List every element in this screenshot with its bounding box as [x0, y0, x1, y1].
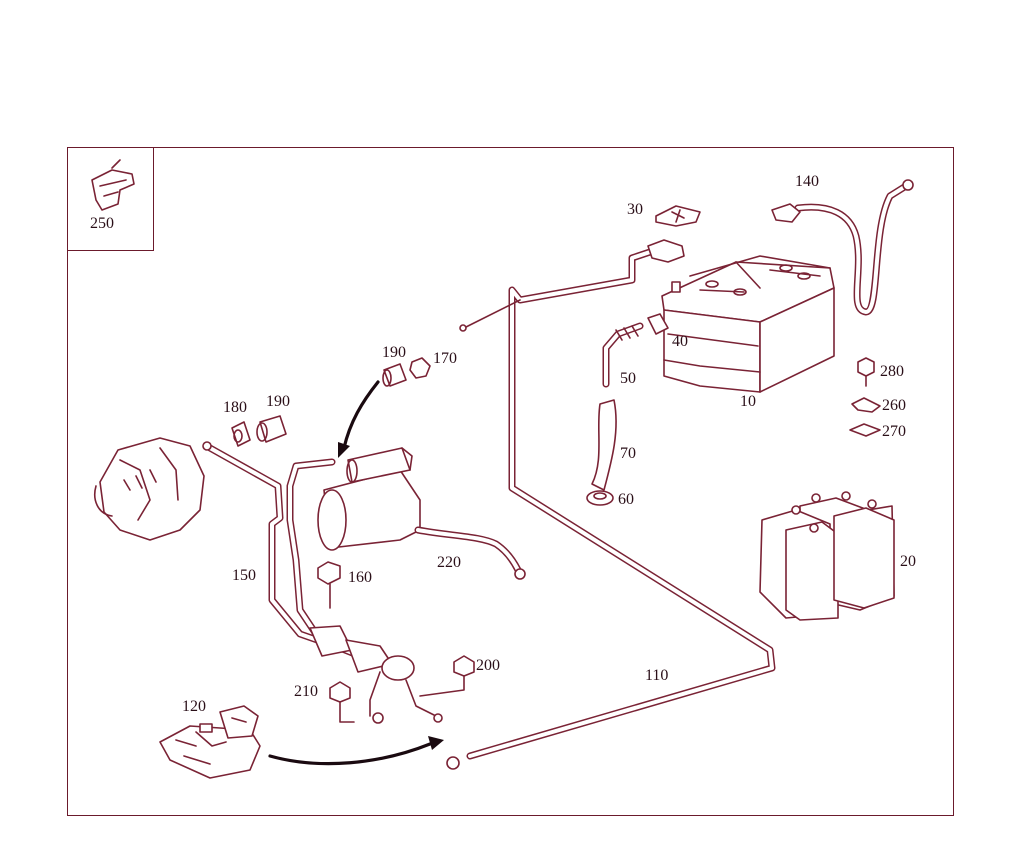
bolt-160	[317, 561, 341, 609]
clip-250	[91, 159, 135, 211]
vent-hose-assembly	[586, 313, 669, 506]
leader-200	[419, 675, 465, 697]
callout-10: 10	[740, 393, 756, 410]
inset-box-250	[67, 147, 154, 251]
callout-170: 170	[433, 350, 457, 367]
battery-10	[661, 255, 835, 393]
callout-210: 210	[294, 683, 318, 700]
callout-110: 110	[645, 667, 668, 684]
cable-220	[414, 526, 526, 580]
callout-50: 50	[620, 370, 636, 387]
callout-250: 250	[90, 215, 114, 232]
nut-200	[453, 655, 475, 677]
cable-150	[202, 441, 443, 724]
sleeve-190-left	[256, 415, 287, 443]
callout-190-top: 190	[382, 344, 406, 361]
callout-180: 180	[223, 399, 247, 416]
callout-40: 40	[672, 333, 688, 350]
cable-140	[771, 179, 914, 316]
sleeve-190-top	[382, 363, 407, 387]
callout-120: 120	[182, 698, 206, 715]
nut-210	[329, 681, 351, 703]
fuse-box-120	[159, 705, 261, 779]
callout-280: 280	[880, 363, 904, 380]
diagram-frame	[67, 147, 954, 816]
plate-270	[849, 423, 881, 437]
callout-60: 60	[618, 491, 634, 508]
battery-cells-20	[759, 491, 895, 621]
leader-210	[339, 701, 355, 723]
callout-160: 160	[348, 569, 372, 586]
callout-70: 70	[620, 445, 636, 462]
callout-200: 200	[476, 657, 500, 674]
callout-150: 150	[232, 567, 256, 584]
starter-motor	[317, 447, 421, 551]
cover-30	[655, 205, 701, 227]
callout-190-left: 190	[266, 393, 290, 410]
clip-260	[851, 397, 881, 413]
nut-170	[409, 357, 431, 379]
callout-260: 260	[882, 397, 906, 414]
callout-30: 30	[627, 201, 643, 218]
grommet-180	[231, 421, 251, 447]
callout-20: 20	[900, 553, 916, 570]
cable-110	[446, 239, 776, 770]
callout-270: 270	[882, 423, 906, 440]
callout-140: 140	[795, 173, 819, 190]
arrow-to-starter	[338, 380, 380, 458]
bolt-280	[857, 357, 875, 387]
callout-220: 220	[437, 554, 461, 571]
alternator	[94, 437, 205, 541]
arrow-fusebox-to-cable	[268, 736, 444, 766]
